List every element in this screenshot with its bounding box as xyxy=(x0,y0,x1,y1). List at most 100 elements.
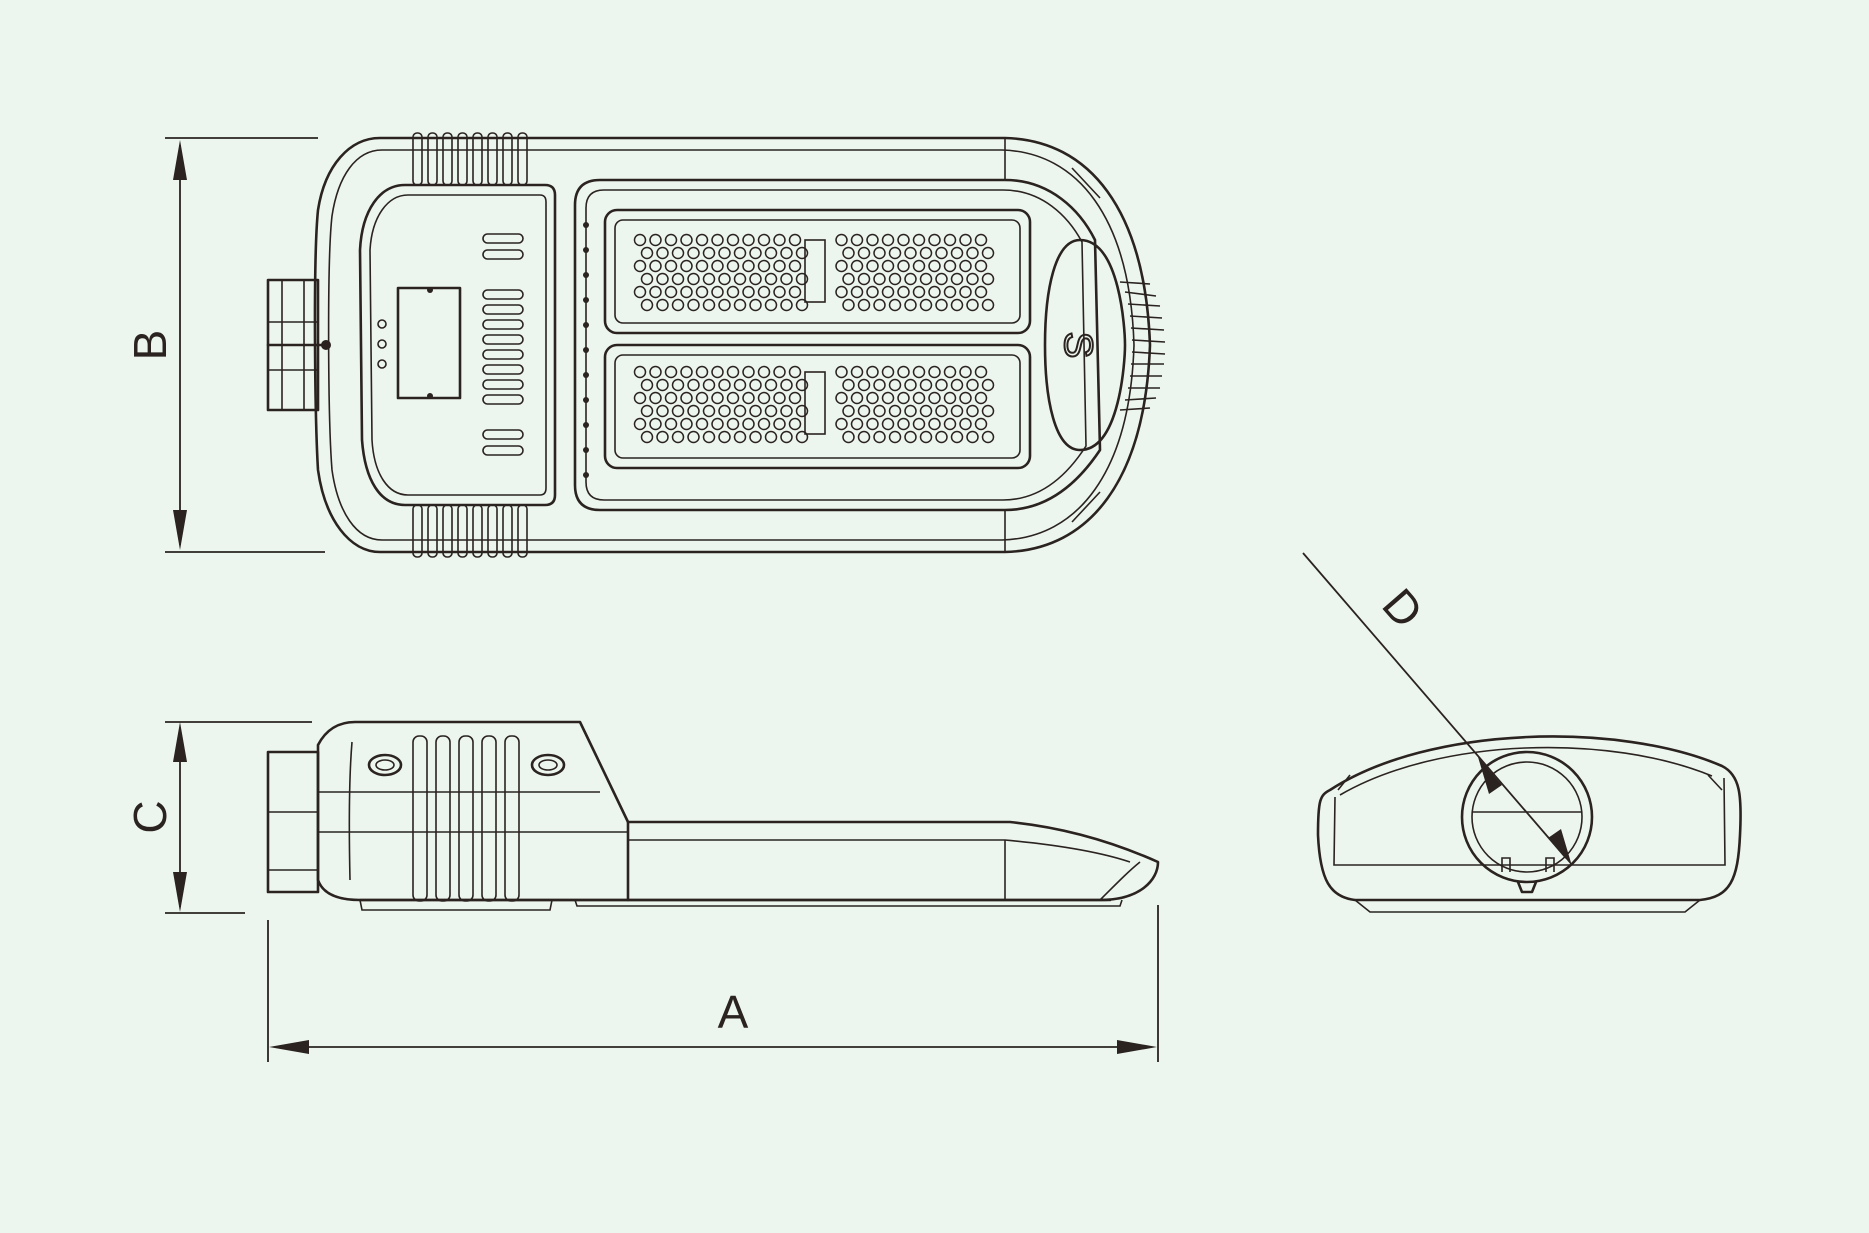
led-emitter xyxy=(966,246,979,260)
led-emitter xyxy=(780,272,793,286)
led-emitter xyxy=(881,365,895,379)
led-emitter xyxy=(633,259,647,273)
led-emitter xyxy=(695,233,709,247)
led-emitter xyxy=(850,285,864,299)
led-emitter xyxy=(959,391,972,405)
led-emitter xyxy=(742,391,755,405)
led-emitter xyxy=(974,365,988,379)
end-fins xyxy=(1119,281,1166,411)
led-emitter xyxy=(749,272,762,286)
led-emitter xyxy=(904,404,917,418)
led-emitter xyxy=(950,404,964,418)
led-emitter xyxy=(842,246,855,260)
side-optics-body xyxy=(626,820,1160,902)
led-emitter xyxy=(835,285,848,299)
led-emitter xyxy=(866,417,879,431)
led-emitter xyxy=(919,272,933,286)
led-emitter xyxy=(959,259,972,273)
led-emitter xyxy=(873,272,886,286)
led-emitter xyxy=(842,298,855,312)
led-emitter xyxy=(633,417,647,431)
led-emitter xyxy=(881,285,895,299)
led-emitter xyxy=(656,246,669,260)
pole-socket xyxy=(1460,750,1594,884)
led-module-upper xyxy=(603,208,1032,335)
led-emitter xyxy=(795,298,809,312)
dimension-b: B xyxy=(124,137,325,553)
led-emitter xyxy=(718,430,731,444)
led-emitter xyxy=(943,365,957,379)
led-emitter xyxy=(912,259,926,273)
led-emitter xyxy=(943,391,957,405)
led-emitter xyxy=(966,272,979,286)
led-emitter xyxy=(866,391,879,405)
led-emitter xyxy=(981,430,995,444)
led-emitter xyxy=(835,417,848,431)
led-emitter xyxy=(981,404,995,418)
led-emitter xyxy=(773,365,786,379)
led-emitter xyxy=(912,233,926,247)
led-emitter xyxy=(649,365,662,379)
top-view-housing xyxy=(313,136,1152,554)
led-emitter xyxy=(726,259,740,273)
led-emitter xyxy=(795,246,809,260)
led-emitter xyxy=(966,298,979,312)
led-emitter xyxy=(981,272,995,286)
led-emitter xyxy=(671,404,685,418)
led-emitter xyxy=(897,365,910,379)
led-emitter xyxy=(726,365,740,379)
led-emitter xyxy=(928,417,941,431)
led-emitter xyxy=(928,365,941,379)
led-emitter xyxy=(656,378,669,392)
led-emitter xyxy=(649,233,662,247)
led-emitter xyxy=(664,391,678,405)
led-emitter xyxy=(733,404,747,418)
led-emitter xyxy=(835,365,848,379)
led-emitter xyxy=(943,233,957,247)
led-emitter xyxy=(897,391,910,405)
end-view-housing xyxy=(1316,735,1742,902)
frame-screws xyxy=(583,222,589,478)
led-emitter xyxy=(680,391,693,405)
led-emitter xyxy=(711,391,724,405)
label-plate xyxy=(396,286,462,400)
cooling-fins-top xyxy=(412,132,528,186)
led-emitter xyxy=(888,272,902,286)
led-emitter xyxy=(974,259,988,273)
led-emitter xyxy=(687,272,700,286)
led-emitter xyxy=(733,430,747,444)
dimension-a: A xyxy=(267,905,1159,1062)
led-emitter xyxy=(866,285,879,299)
led-emitter xyxy=(850,233,864,247)
led-emitter xyxy=(695,417,709,431)
led-emitter xyxy=(664,285,678,299)
brand-mark: S xyxy=(1056,332,1100,359)
led-emitter xyxy=(897,233,910,247)
led-emitter xyxy=(950,246,964,260)
side-view xyxy=(266,720,1160,911)
led-emitter xyxy=(795,430,809,444)
led-emitter xyxy=(687,378,700,392)
led-emitter xyxy=(764,430,778,444)
led-emitter xyxy=(695,365,709,379)
led-emitter xyxy=(873,404,886,418)
led-emitter xyxy=(897,285,910,299)
led-emitter xyxy=(935,272,948,286)
led-emitter xyxy=(649,417,662,431)
led-emitter xyxy=(981,246,995,260)
led-emitter xyxy=(850,365,864,379)
led-emitter xyxy=(788,285,802,299)
led-emitter xyxy=(912,391,926,405)
led-emitter xyxy=(904,298,917,312)
led-emitter xyxy=(857,404,871,418)
led-emitter xyxy=(749,298,762,312)
led-emitter xyxy=(633,233,647,247)
led-emitter xyxy=(795,404,809,418)
led-emitter xyxy=(835,391,848,405)
led-emitter xyxy=(711,259,724,273)
led-emitter xyxy=(780,378,793,392)
led-emitter xyxy=(888,298,902,312)
led-emitter xyxy=(640,378,654,392)
led-emitter xyxy=(897,259,910,273)
led-emitter xyxy=(959,285,972,299)
